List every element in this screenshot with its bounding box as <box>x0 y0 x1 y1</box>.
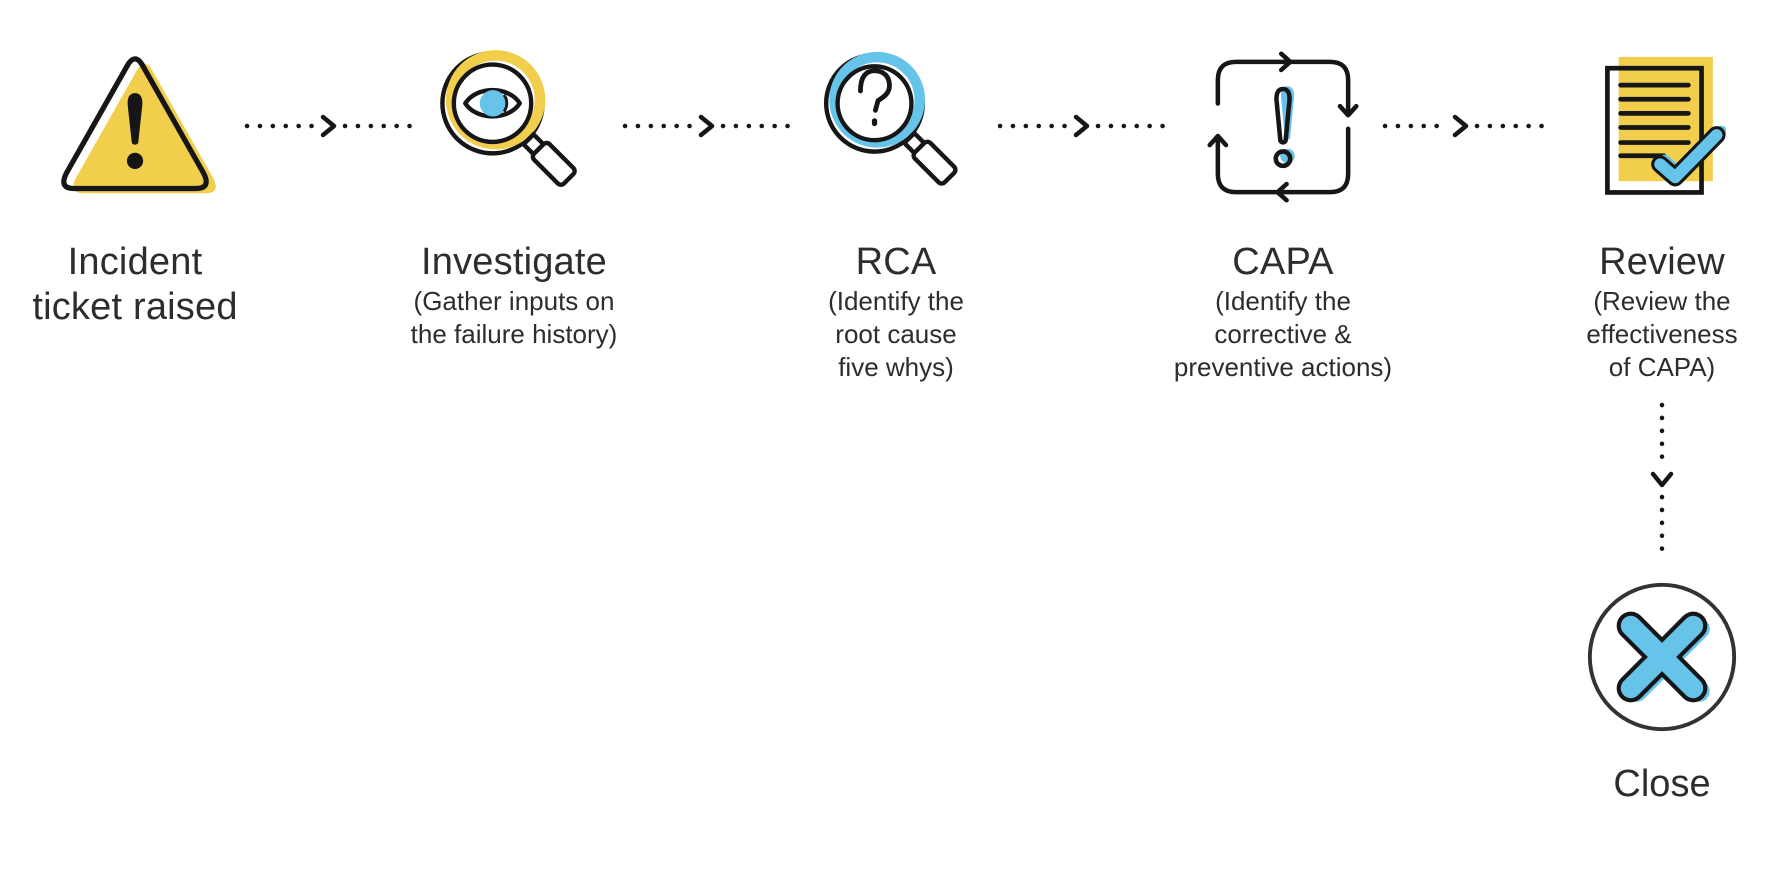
title-line: Close <box>1613 763 1711 805</box>
stage-title: Review <box>1522 240 1772 285</box>
stage-capa: CAPA (Identify the corrective & preventi… <box>1143 42 1423 384</box>
warning-triangle-icon <box>0 42 275 212</box>
subtitle-line: five whys) <box>838 352 954 382</box>
close-label: Close <box>1522 762 1772 807</box>
cycle-exclamation-icon <box>1143 42 1423 212</box>
subtitle-line: preventive actions) <box>1173 352 1393 382</box>
subtitle-line: (Gather inputs on <box>413 286 615 316</box>
subtitle-line: of CAPA) <box>1608 352 1716 382</box>
warning-triangle-svg <box>61 55 216 193</box>
stage-subtitle: (Review the effectiveness of CAPA) <box>1522 285 1772 384</box>
title-line: ticket raised <box>32 286 238 328</box>
magnifier-eye-svg <box>439 50 577 187</box>
stage-subtitle: (Identify the root cause five whys) <box>756 285 1036 384</box>
subtitle-line: corrective & <box>1214 319 1352 349</box>
subtitle-line: the failure history) <box>410 319 618 349</box>
stage-investigate: Investigate (Gather inputs on the failur… <box>374 42 654 351</box>
stage-rca: RCA (Identify the root cause five whys) <box>756 42 1036 384</box>
subtitle-line: root cause <box>835 319 957 349</box>
cycle-exclamation-svg <box>1207 51 1359 203</box>
flow-arrow-right-icon <box>622 114 799 138</box>
stage-title: CAPA <box>1143 240 1423 285</box>
stage-review: Review (Review the effectiveness of CAPA… <box>1522 42 1772 384</box>
subtitle-line: effectiveness <box>1586 319 1738 349</box>
stage-subtitle: (Identify the corrective & preventive ac… <box>1143 285 1423 384</box>
circle-x-svg <box>1587 582 1737 732</box>
circle-x-icon <box>1584 579 1740 740</box>
stage-subtitle: (Gather inputs on the failure history) <box>374 285 654 351</box>
stage-incident: Incident ticket raised <box>0 42 275 330</box>
stage-title: RCA <box>756 240 1036 285</box>
subtitle-line: (Identify the <box>828 286 964 316</box>
flow-arrow-right-icon <box>244 114 421 138</box>
document-check-icon <box>1522 42 1772 212</box>
flow-arrow-right-icon <box>1382 114 1547 138</box>
magnifier-question-svg <box>823 51 958 186</box>
subtitle-line: (Review the <box>1593 286 1731 316</box>
magnifier-question-icon <box>756 42 1036 212</box>
flow-arrow-down-icon <box>1650 402 1674 561</box>
stage-title: Investigate <box>374 240 654 285</box>
title-line: CAPA <box>1232 241 1334 283</box>
magnifier-eye-icon <box>374 42 654 212</box>
title-line: Review <box>1599 241 1725 283</box>
document-check-svg <box>1605 56 1726 195</box>
flow-arrow-right-icon <box>997 114 1174 138</box>
title-line: Investigate <box>421 241 607 283</box>
stage-title: Incident ticket raised <box>0 240 275 330</box>
subtitle-line: (Identify the <box>1215 286 1351 316</box>
title-line: Incident <box>67 241 203 283</box>
title-line: RCA <box>855 241 937 283</box>
